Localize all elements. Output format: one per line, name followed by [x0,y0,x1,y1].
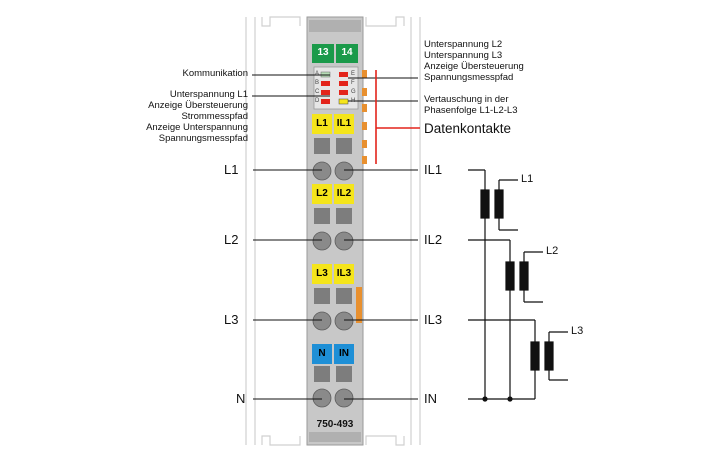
marker-n [312,344,332,364]
transformer-label-l3: L3 [571,325,584,337]
terminal-13-marker [312,44,334,63]
label-right-top-1: Unterspannung L2 [424,39,503,50]
marker-l3-text: L3 [316,268,328,279]
label-right-top-4: Spannungsmesspfad [424,72,514,83]
module-top-cap [309,20,361,32]
label-vertauschung-1: Vertauschung in der [424,94,509,105]
leader-lines-right [348,77,418,102]
transformer-label-l2: L2 [546,245,559,257]
label-left-block-3: Strommesspfad [181,111,248,122]
orange-latch [356,287,362,323]
label-right-top-2: Unterspannung L3 [424,50,503,61]
marker-il1-text: IL1 [336,118,352,129]
conn-il3: IL3 [424,312,443,327]
marker-in [334,344,354,364]
label-datenkontakte: Datenkontakte [424,121,512,136]
label-left-block-1: Unterspannung L1 [169,89,248,100]
led-g [339,90,348,95]
part-number: 750-493 [316,419,354,430]
terminal-14-marker [336,44,358,63]
marker-l2-text: L2 [316,188,328,199]
led-letter-d: D [315,98,320,104]
label-vertauschung-2: Phasenfolge L1-L2-L3 [424,105,518,116]
conn-il2: IL2 [424,232,443,247]
conn-n: N [236,391,246,406]
wires-left [253,169,322,400]
terminal-13: 13 [317,47,329,58]
led-d [321,99,330,104]
marker-il3 [334,264,354,284]
leader-lines-left [252,74,330,97]
marker-il3-text: IL3 [336,268,352,279]
led-letter-c: C [315,89,320,95]
marker-l1 [312,114,332,134]
transformer-label-l1: L1 [521,173,534,185]
conn-l2: L2 [224,232,239,247]
led-letter-f: F [351,80,355,86]
led-letter-a: A [315,71,320,77]
transformer-schematic [468,169,568,402]
label-left-block-2: Anzeige Übersteuerung [148,100,248,111]
label-kommunikation: Kommunikation [182,68,248,79]
marker-l2 [312,184,332,204]
led-letter-e: E [351,71,356,77]
led-letter-h: H [351,98,356,104]
marker-il2-text: IL2 [336,188,352,199]
din-rail-frame [245,16,421,446]
led-f [339,81,348,86]
led-c [321,90,330,95]
label-left-block-5: Spannungsmesspfad [158,133,248,144]
data-contacts [362,70,367,164]
marker-l1-text: L1 [316,118,328,129]
led-b [321,81,330,86]
marker-il2 [334,184,354,204]
marker-in-text: IN [339,348,349,359]
led-h [338,98,349,105]
conn-in: IN [424,391,437,406]
label-left-block-4: Anzeige Unterspannung [146,122,248,133]
conn-il1: IL1 [424,162,443,177]
marker-il1 [334,114,354,134]
conn-l1: L1 [224,162,239,177]
module-bottom-cap [309,432,361,442]
led-e [339,72,348,77]
datenkontakte-bracket [375,70,420,164]
led-letter-b: B [315,80,320,86]
wires-right [344,169,418,400]
release-levers [314,138,352,382]
label-right-top-3: Anzeige Übersteuerung [424,61,524,72]
clamp-openings [312,161,354,408]
terminal-14: 14 [341,47,353,58]
marker-l3 [312,264,332,284]
conn-l3: L3 [224,312,239,327]
marker-n-text: N [318,348,326,359]
led-letter-g: G [351,89,356,95]
